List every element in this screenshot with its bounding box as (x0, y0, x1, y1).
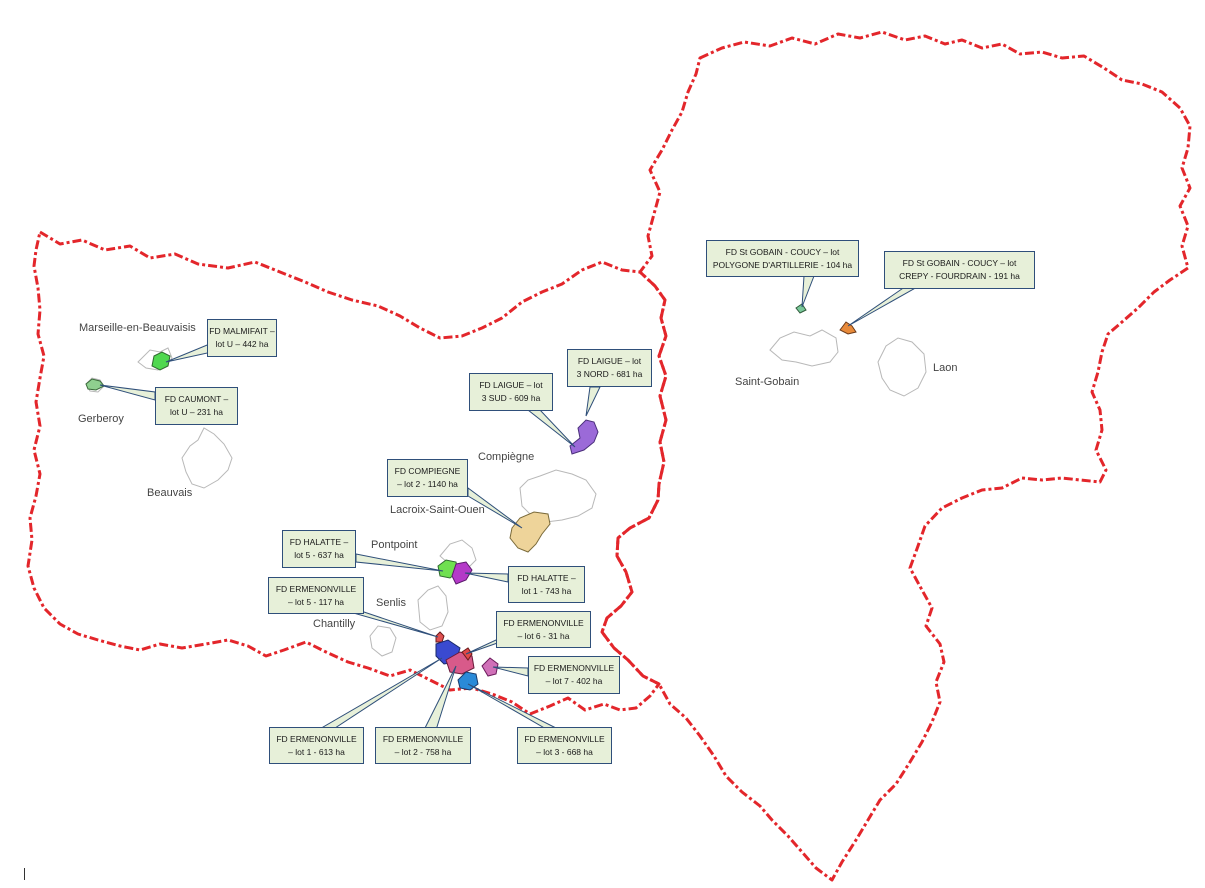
department-border-oise (26, 230, 668, 716)
callout-compiegne: FD COMPIEGNE – lot 2 - 1140 ha (387, 459, 468, 497)
callout-ermenonville-6-line1: FD ERMENONVILLE (503, 617, 584, 628)
callout-malmifait-line2: lot U – 442 ha (215, 339, 269, 349)
town-label-lacroix-saint-ouen: Lacroix-Saint-Ouen (390, 504, 485, 516)
callout-saint-gobain-crepy-line2: CREPY - FOURDRAIN - 191 ha (899, 271, 1020, 281)
forest-plot-ermenonville-7 (481, 657, 499, 677)
callout-pointer-ermenonville-5 (349, 611, 439, 638)
callout-pointer-caumont (99, 384, 156, 401)
callout-pointer-ermenonville-2 (423, 665, 457, 731)
forest-plot-halatte-1 (451, 561, 473, 585)
forest-plot-compiegne (509, 511, 551, 553)
callout-ermenonville-5-line2: – lot 5 - 117 ha (287, 596, 345, 607)
town-label-compiegne: Compiègne (478, 451, 535, 463)
callout-laigue-nord-line1: FD LAIGUE – lot (577, 356, 642, 367)
callout-caumont-line1: FD CAUMONT – (164, 394, 229, 405)
callout-compiegne-line1: FD COMPIEGNE (394, 466, 461, 477)
callout-halatte-5-line1: FD HALATTE – (289, 537, 349, 548)
callout-halatte-1-line1: FD HALATTE – (517, 572, 576, 583)
callout-caumont-line2: lot U – 231 ha (170, 407, 223, 417)
callout-pointer-laigue-sud (526, 409, 576, 448)
callout-laigue-sud-line2: 3 SUD - 609 ha (481, 393, 541, 403)
commune-outline-chantilly (369, 625, 397, 657)
callout-saint-gobain-crepy-line1: FD St GOBAIN - COUCY – lot (902, 258, 1017, 269)
town-label-beauvais: Beauvais (147, 487, 193, 499)
town-label-saint-gobain: Saint-Gobain (735, 376, 800, 388)
callout-saint-gobain-polygone: FD St GOBAIN - COUCY – lot POLYGONE D'AR… (706, 240, 859, 277)
commune-outline-beauvais (181, 427, 233, 489)
commune-outline-senlis (417, 585, 449, 631)
callout-saint-gobain-polygone-line1: FD St GOBAIN - COUCY – lot (725, 246, 840, 257)
callout-compiegne-line2: – lot 2 - 1140 ha (397, 479, 458, 489)
callout-halatte-1-line2: lot 1 - 743 ha (521, 585, 572, 596)
forest-plot-ermenonville-3 (457, 671, 479, 691)
callout-pointer-ermenonville-7 (492, 666, 529, 677)
callout-laigue-nord: FD LAIGUE – lot 3 NORD - 681 ha (567, 349, 652, 387)
callout-laigue-sud: FD LAIGUE – lot 3 SUD - 609 ha (469, 373, 553, 411)
callout-pointer-saint-gobain-polygone (801, 275, 815, 308)
callout-ermenonville-3-line1: FD ERMENONVILLE (524, 733, 605, 744)
callout-laigue-sud-line1: FD LAIGUE – lot (479, 380, 543, 391)
commune-outline-laon (877, 337, 927, 397)
commune-outline-marseille (137, 347, 173, 371)
callout-malmifait-line1: FD MALMIFAIT – (209, 326, 275, 337)
forest-plot-ermenonville-5 (435, 631, 445, 643)
callout-ermenonville-2: FD ERMENONVILLE – lot 2 - 758 ha (375, 727, 471, 764)
commune-outline-saint-gobain (769, 329, 839, 367)
callout-ermenonville-1-line2: – lot 1 - 613 ha (288, 746, 345, 757)
callout-pointer-laigue-nord (585, 386, 601, 417)
callout-halatte-5: FD HALATTE – lot 5 - 637 ha (282, 530, 356, 568)
town-label-marseille-en-beauvaisis: Marseille-en-Beauvaisis (79, 322, 196, 334)
callout-ermenonville-7-line2: – lot 7 - 402 ha (545, 676, 603, 686)
callout-ermenonville-6-line2: – lot 6 - 31 ha (517, 630, 570, 641)
callout-ermenonville-6: FD ERMENONVILLE – lot 6 - 31 ha (496, 611, 591, 648)
town-label-pontpoint: Pontpoint (371, 539, 418, 551)
callout-halatte-1: FD HALATTE – lot 1 - 743 ha (508, 566, 585, 603)
callout-ermenonville-3: FD ERMENONVILLE – lot 3 - 668 ha (517, 727, 612, 764)
callout-pointer-compiegne (467, 487, 523, 529)
callout-laigue-nord-line2: 3 NORD - 681 ha (576, 369, 643, 379)
callout-ermenonville-5-line1: FD ERMENONVILLE (275, 583, 357, 594)
town-label-laon: Laon (933, 362, 958, 374)
callout-ermenonville-5: FD ERMENONVILLE – lot 5 - 117 ha (268, 577, 364, 614)
town-label-chantilly: Chantilly (313, 618, 356, 630)
callout-ermenonville-7-line1: FD ERMENONVILLE (533, 663, 615, 674)
callout-ermenonville-1: FD ERMENONVILLE – lot 1 - 613 ha (269, 727, 364, 764)
callout-ermenonville-1-line1: FD ERMENONVILLE (276, 733, 357, 744)
callout-saint-gobain-crepy: FD St GOBAIN - COUCY – lot CREPY - FOURD… (884, 251, 1035, 289)
callout-pointer-malmifait (165, 342, 213, 363)
text-cursor (24, 868, 25, 880)
callout-ermenonville-3-line2: – lot 3 - 668 ha (536, 746, 593, 757)
callout-ermenonville-2-line2: – lot 2 - 758 ha (394, 746, 452, 757)
callout-saint-gobain-polygone-line2: POLYGONE D'ARTILLERIE - 104 ha (712, 259, 853, 270)
town-label-gerberoy: Gerberoy (78, 413, 124, 425)
callout-caumont: FD CAUMONT – lot U – 231 ha (155, 387, 238, 425)
callout-ermenonville-2-line1: FD ERMENONVILLE (382, 733, 464, 744)
callout-pointer-ermenonville-1 (316, 657, 443, 731)
town-label-senlis: Senlis (376, 597, 406, 609)
department-border-aisne (600, 30, 1192, 882)
callout-pointer-halatte-5 (355, 553, 444, 572)
forest-plot-saint-gobain-polygone (795, 303, 807, 314)
callout-malmifait: FD MALMIFAIT – lot U – 442 ha (207, 319, 277, 357)
forest-plot-saint-gobain-crepy (839, 321, 857, 335)
callout-halatte-5-line2: lot 5 - 637 ha (294, 550, 344, 560)
forest-plot-laigue (569, 419, 599, 455)
callout-pointer-halatte-1 (464, 572, 509, 583)
forest-plot-malmifait (151, 351, 171, 371)
callout-ermenonville-7: FD ERMENONVILLE – lot 7 - 402 ha (528, 656, 620, 694)
